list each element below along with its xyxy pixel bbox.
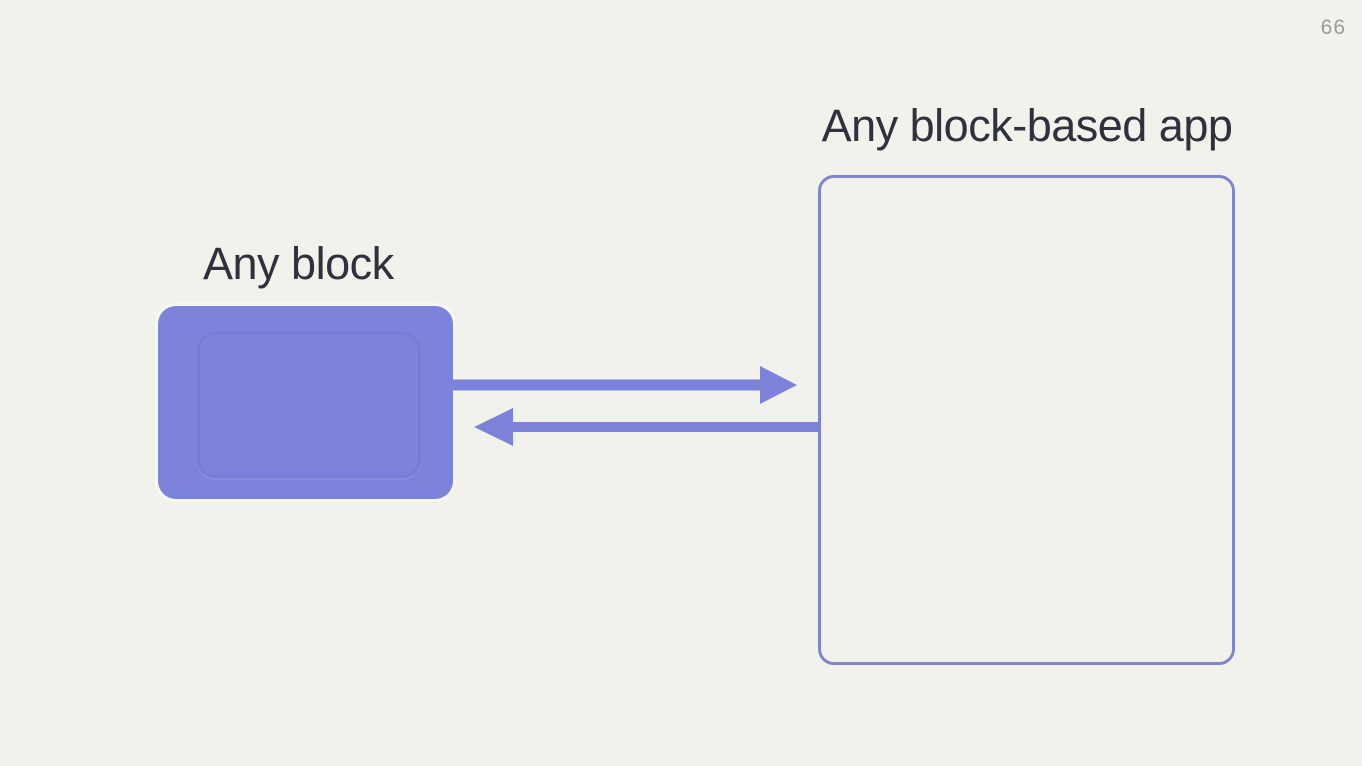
block-label: Any block	[203, 238, 394, 289]
arrow-app-to-block-icon	[474, 408, 818, 446]
any-block-shape	[158, 306, 453, 499]
page-number: 66	[1320, 16, 1346, 39]
app-box-title: Any block-based app	[821, 100, 1233, 151]
arrow-block-to-app-icon	[452, 366, 797, 404]
any-block-inner-shape	[197, 332, 421, 478]
app-outline-shape	[818, 175, 1235, 665]
